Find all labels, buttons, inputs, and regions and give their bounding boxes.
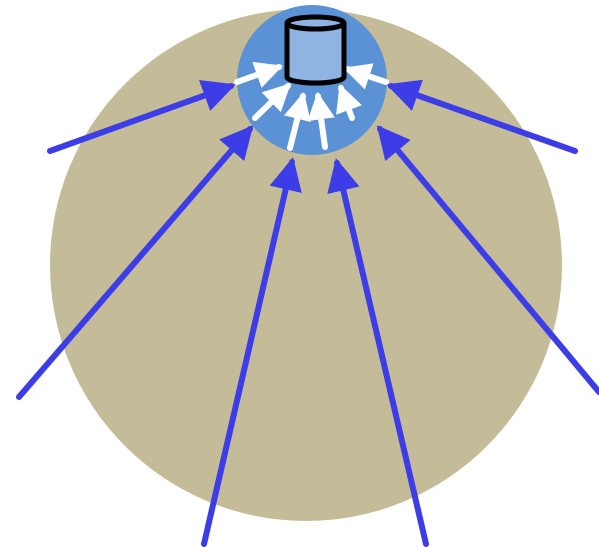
cylinder-icon bbox=[287, 17, 344, 83]
cylinder-top bbox=[287, 17, 344, 29]
